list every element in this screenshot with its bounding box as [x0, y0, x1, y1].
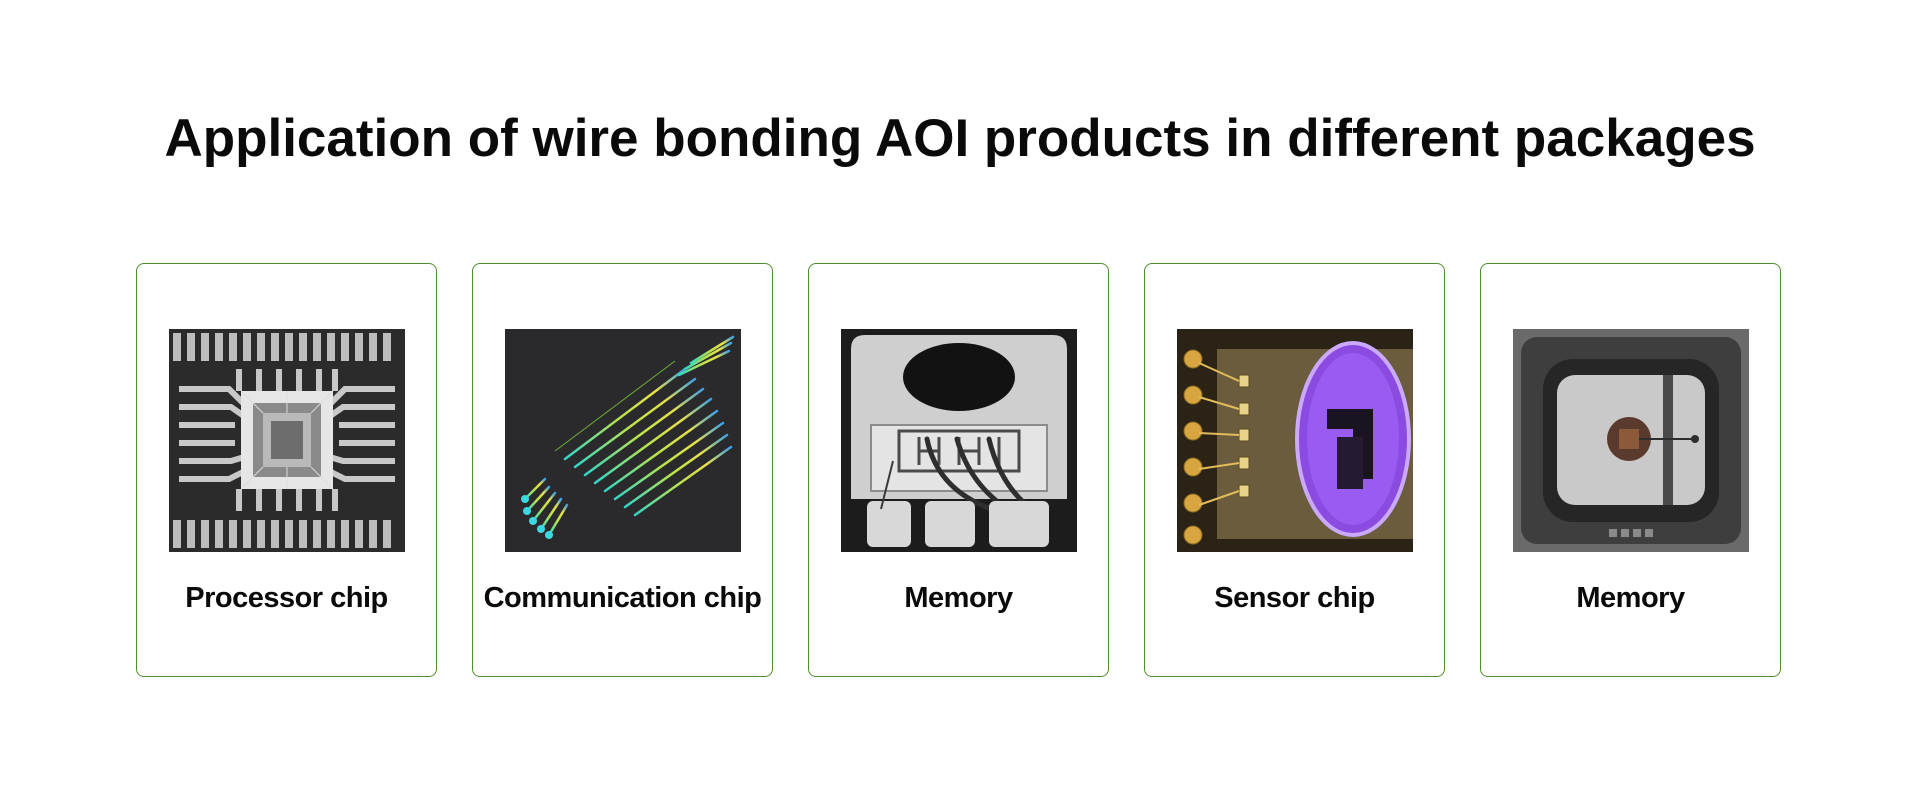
card-label: Memory	[1576, 582, 1685, 614]
card-memory-2[interactable]: Memory	[1480, 263, 1781, 677]
page-title: Application of wire bonding AOI products…	[164, 109, 1756, 168]
card-label: Memory	[904, 582, 1013, 614]
sensor-chip-image	[1177, 329, 1413, 552]
card-label: Processor chip	[185, 582, 388, 614]
card-label: Sensor chip	[1214, 582, 1375, 614]
card-label: Communication chip	[483, 582, 762, 614]
card-memory[interactable]: Memory	[808, 263, 1109, 677]
memory-module-image	[1513, 329, 1749, 552]
card-communication-chip[interactable]: Communication chip	[472, 263, 773, 677]
card-processor-chip[interactable]: Processor chip	[136, 263, 437, 677]
processor-chip-image	[169, 329, 405, 552]
communication-chip-image	[505, 329, 741, 552]
card-sensor-chip[interactable]: Sensor chip	[1144, 263, 1445, 677]
memory-chip-image	[841, 329, 1077, 552]
card-row: Processor chip	[136, 263, 1788, 679]
